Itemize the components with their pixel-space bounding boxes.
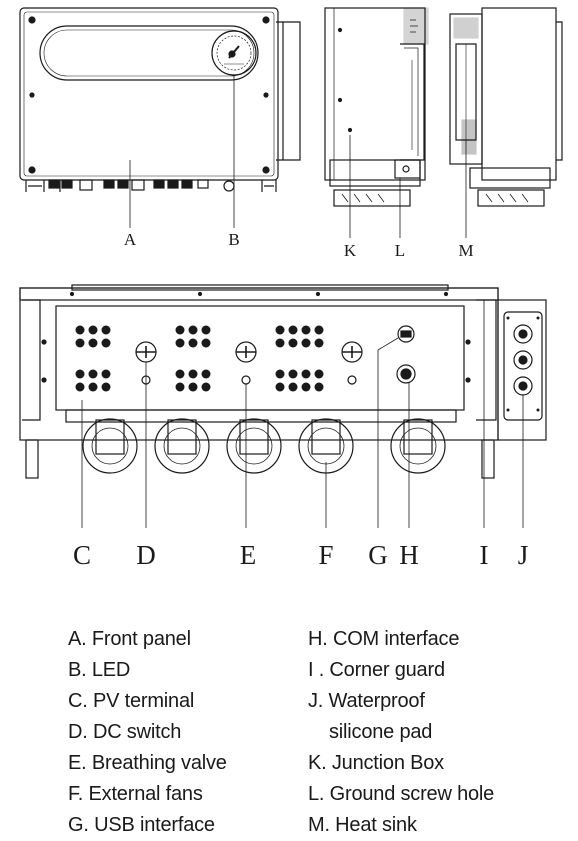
callout-i: I bbox=[480, 540, 489, 570]
callout-f: F bbox=[318, 540, 333, 570]
legend-item-j: J. Waterproof bbox=[308, 690, 425, 712]
legend-left-column: A. Front panel B. LED C. PV terminal D. … bbox=[68, 624, 227, 841]
fan-row bbox=[82, 418, 446, 474]
legend-item-m: M. Heat sink bbox=[308, 814, 417, 836]
callout-l: L bbox=[395, 241, 405, 260]
legend-right-column: H. COM interface I . Corner guard J. Wat… bbox=[308, 624, 494, 841]
legend-item-a: A. Front panel bbox=[68, 628, 191, 650]
front-view bbox=[19, 7, 301, 228]
legend-item-f: F. External fans bbox=[68, 783, 203, 805]
legend-item-e: E. Breathing valve bbox=[68, 752, 227, 774]
callout-d: D bbox=[136, 540, 156, 570]
legend-item-g: G. USB interface bbox=[68, 814, 215, 836]
side-view-left bbox=[324, 7, 429, 238]
callout-g: G bbox=[368, 540, 388, 570]
inverter-diagram: A B K L M C D E F G H I J bbox=[19, 7, 563, 570]
callout-k: K bbox=[344, 241, 357, 260]
callout-e: E bbox=[240, 540, 257, 570]
legend-item-b: B. LED bbox=[68, 659, 131, 681]
bottom-view bbox=[19, 284, 547, 528]
legend-item-l: L. Ground screw hole bbox=[308, 783, 495, 805]
legend-item-j-continued: silicone pad bbox=[329, 721, 433, 743]
callout-h: H bbox=[399, 540, 419, 570]
callout-m: M bbox=[458, 241, 473, 260]
legend-item-k: K. Junction Box bbox=[308, 752, 444, 774]
callout-c: C bbox=[73, 540, 91, 570]
legend-item-h: H. COM interface bbox=[308, 628, 460, 650]
side-view-right bbox=[449, 7, 563, 238]
callout-b: B bbox=[228, 230, 239, 249]
callout-a: A bbox=[124, 230, 137, 249]
callout-j: J bbox=[518, 540, 529, 570]
legend-item-c: C. PV terminal bbox=[68, 690, 195, 712]
legend-item-d: D. DC switch bbox=[68, 721, 182, 743]
legend-item-i: I . Corner guard bbox=[308, 659, 445, 681]
